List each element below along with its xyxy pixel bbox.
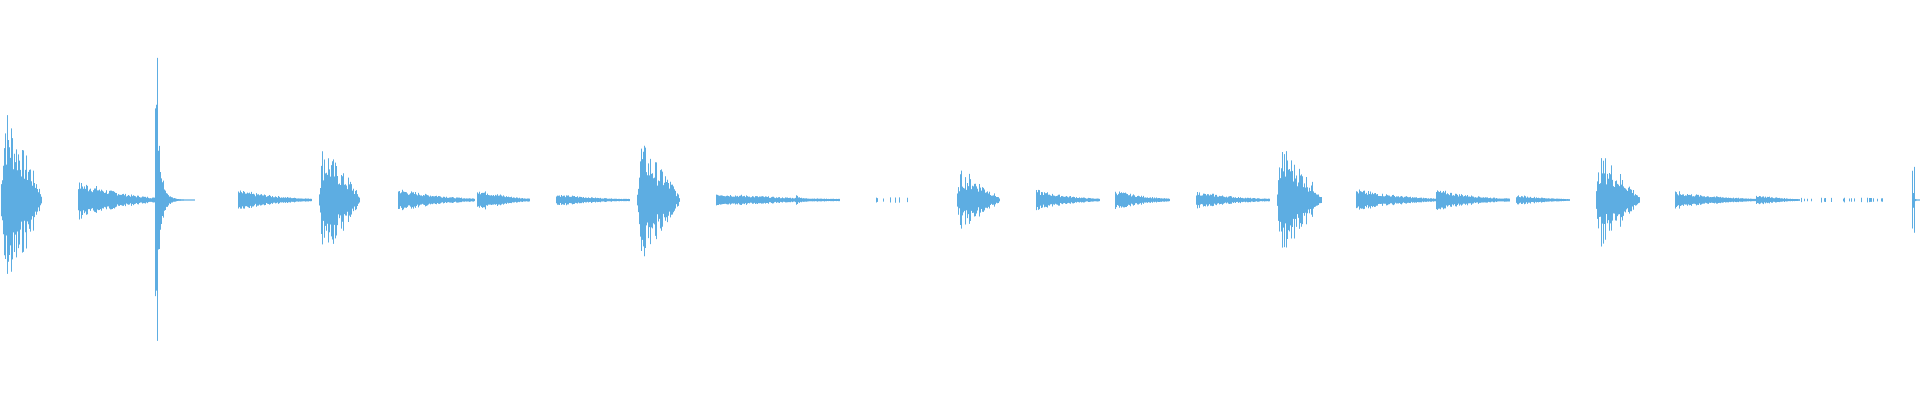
waveform-bars [1,57,1920,341]
